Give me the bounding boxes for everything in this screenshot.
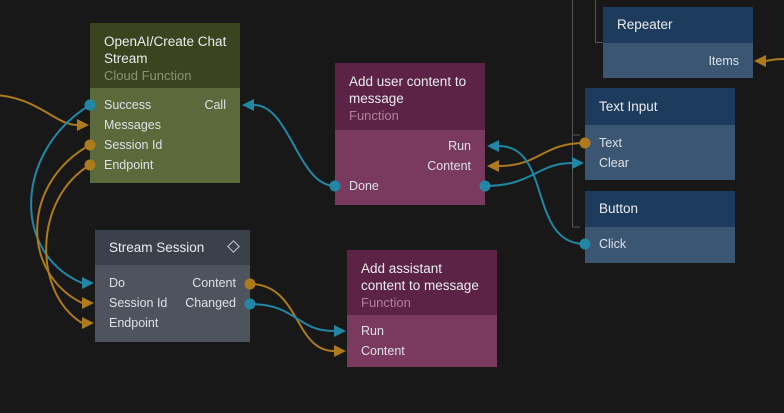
node-title: Add assistant content to message — [361, 261, 479, 293]
wire-done-to-call[interactable] — [253, 104, 336, 187]
arrowhead-do — [82, 277, 94, 289]
node-header: Repeater — [603, 7, 753, 43]
port-row: Endpoint — [90, 155, 240, 175]
port-run[interactable]: Run — [448, 139, 471, 153]
node-subtitle: Cloud Function — [104, 68, 192, 83]
node-port-area: Success Call Messages Session Id Endpoin… — [90, 88, 240, 183]
port-row: Do Content — [95, 273, 250, 293]
node-header: Stream Session — [95, 230, 250, 265]
node-title: Stream Session — [109, 240, 205, 255]
port-row: Clear — [585, 153, 735, 173]
port-items[interactable]: Items — [708, 54, 739, 68]
node-header: Add user content to message Function — [335, 63, 485, 130]
port-run[interactable]: Run — [361, 324, 384, 338]
arrowhead-content-assistant — [334, 345, 346, 357]
wire-success-to-do[interactable] — [30, 104, 91, 284]
node-openai-create-chat-stream[interactable]: OpenAI/Create Chat Stream Cloud Function… — [90, 23, 240, 183]
arrowhead-run-assistant — [334, 325, 346, 337]
arrowhead-clear — [572, 157, 584, 169]
arrowhead-messages — [77, 119, 89, 131]
port-row: Content — [347, 341, 497, 361]
arrowhead-run-user — [487, 140, 499, 152]
port-call[interactable]: Call — [204, 98, 226, 112]
arrowhead-items — [754, 55, 766, 67]
port-row: Done — [335, 176, 485, 196]
wire-content-to-content[interactable] — [249, 283, 335, 352]
port-do[interactable]: Do — [109, 276, 125, 290]
node-add-user-content-to-message[interactable]: Add user content to message Function Run… — [335, 63, 485, 205]
tree-guide-line — [595, 0, 603, 43]
node-title: Add user content to message — [349, 74, 467, 106]
port-success[interactable]: Success — [104, 98, 152, 112]
port-click[interactable]: Click — [599, 237, 627, 251]
wire-done-to-clear[interactable] — [484, 162, 573, 187]
port-row: Run — [347, 321, 497, 341]
port-row: Click — [585, 234, 735, 254]
node-header: Text Input — [585, 88, 735, 125]
node-text-input[interactable]: Text Input Text Clear — [585, 88, 735, 180]
arrowhead-session-id — [82, 297, 94, 309]
node-title: OpenAI/Create Chat Stream — [104, 34, 227, 66]
node-header: Button — [585, 191, 735, 227]
port-clear[interactable]: Clear — [599, 156, 629, 170]
port-row: Text — [585, 133, 735, 153]
port-row: Content — [335, 156, 485, 176]
port-row: Session Id — [90, 135, 240, 155]
node-button[interactable]: Button Click — [585, 191, 735, 263]
port-session-id[interactable]: Session Id — [109, 296, 168, 310]
arrowhead-endpoint — [82, 317, 94, 329]
wire-text-to-content[interactable] — [498, 142, 586, 167]
diamond-icon — [227, 240, 240, 253]
port-row: Session Id Changed — [95, 293, 250, 313]
node-subtitle: Function — [361, 295, 411, 310]
port-messages[interactable]: Messages — [104, 118, 161, 132]
wire-offscreen-to-messages[interactable] — [0, 94, 78, 126]
port-row: Messages — [90, 115, 240, 135]
port-content[interactable]: Content — [361, 344, 405, 358]
port-text[interactable]: Text — [599, 136, 622, 150]
wire-offscreen-to-items[interactable] — [765, 58, 784, 62]
port-row: Items — [603, 51, 753, 71]
node-add-assistant-content-to-message[interactable]: Add assistant content to message Functio… — [347, 250, 497, 367]
node-stream-session[interactable]: Stream Session Do Content Session Id Cha… — [95, 230, 250, 342]
node-port-area: Run Content — [347, 315, 497, 367]
node-header: OpenAI/Create Chat Stream Cloud Function — [90, 23, 240, 88]
port-changed[interactable]: Changed — [185, 296, 236, 310]
port-content[interactable]: Content — [192, 276, 236, 290]
arrowhead-content-user — [487, 160, 499, 172]
node-port-area: Click — [585, 227, 735, 263]
port-row: Success Call — [90, 95, 240, 115]
node-title: Button — [599, 201, 639, 216]
node-title: Repeater — [617, 17, 673, 32]
wire-endpoint-to-endpoint[interactable] — [45, 164, 91, 324]
node-port-area: Items — [603, 43, 753, 78]
node-port-area: Text Clear — [585, 125, 735, 180]
port-content[interactable]: Content — [427, 159, 471, 173]
node-repeater[interactable]: Repeater Items — [603, 7, 753, 78]
node-port-area: Do Content Session Id Changed Endpoint — [95, 265, 250, 342]
port-endpoint[interactable]: Endpoint — [104, 158, 154, 172]
wire-click-to-run[interactable] — [498, 145, 586, 245]
tree-guide-line — [572, 0, 580, 228]
node-port-area: Run Content Done — [335, 130, 485, 205]
port-row: Run — [335, 136, 485, 156]
arrowhead-call — [242, 99, 254, 111]
node-title: Text Input — [599, 99, 658, 114]
port-endpoint[interactable]: Endpoint — [109, 316, 159, 330]
wire-changed-to-run[interactable] — [249, 303, 335, 332]
port-session-id[interactable]: Session Id — [104, 138, 163, 152]
port-row: Endpoint — [95, 313, 250, 333]
node-subtitle: Function — [349, 108, 399, 123]
node-header: Add assistant content to message Functio… — [347, 250, 497, 315]
port-done[interactable]: Done — [349, 179, 379, 193]
wire-sessionid-to-sessionid[interactable] — [36, 144, 91, 304]
